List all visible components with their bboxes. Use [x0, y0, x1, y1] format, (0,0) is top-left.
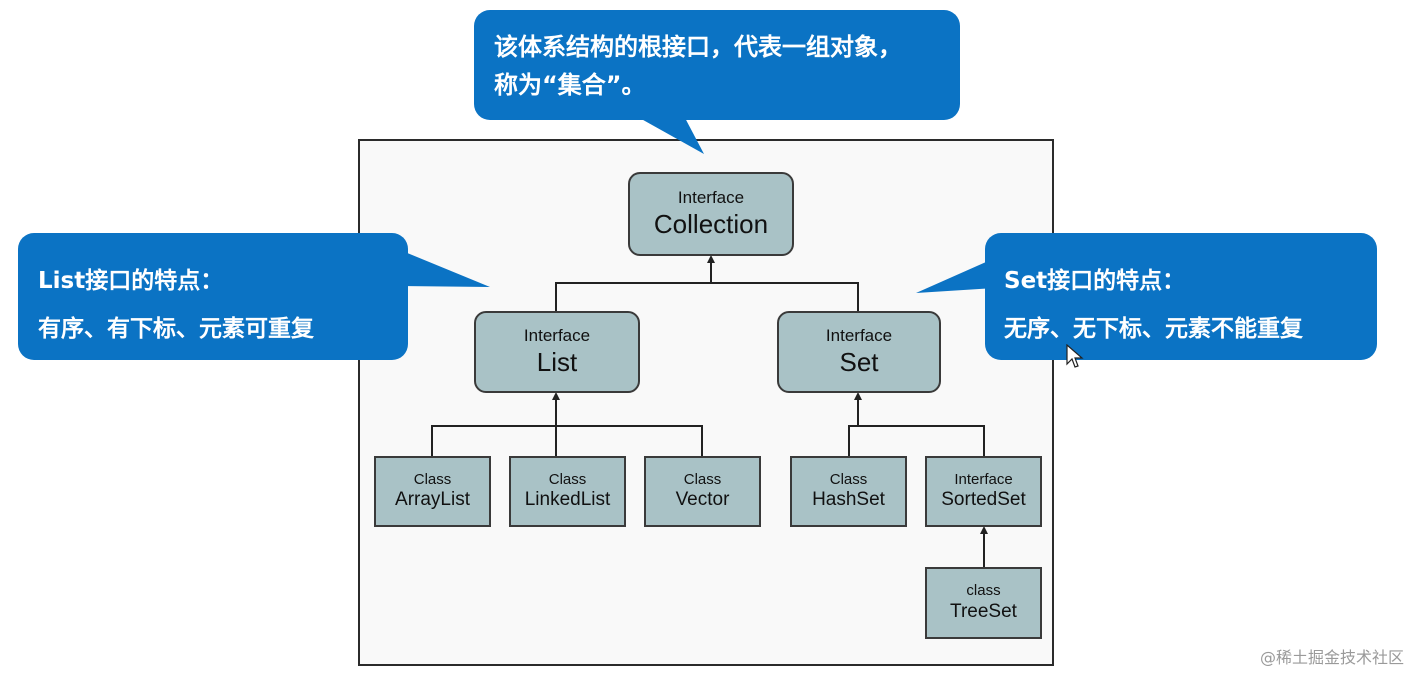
node-kind: Class: [683, 470, 722, 488]
node-kind: Interface: [677, 188, 745, 208]
node-set: Interface Set: [777, 311, 941, 393]
node-title: Collection: [653, 209, 769, 240]
node-sortedset: Interface SortedSet: [925, 456, 1042, 527]
connector-classes-to-list: [431, 425, 703, 456]
node-title: Set: [839, 347, 879, 378]
node-hashset: Class HashSet: [790, 456, 907, 527]
node-kind: Class: [413, 470, 452, 488]
callout-left: List接口的特点： 有序、有下标、元素可重复: [18, 233, 408, 360]
callout-top-line-2: 称为“集合”。: [494, 71, 646, 99]
node-treeset: class TreeSet: [925, 567, 1042, 639]
connector-list-set-to-collection: [555, 282, 859, 311]
node-kind: class: [966, 582, 1001, 600]
node-title: TreeSet: [950, 600, 1017, 622]
node-kind: Interface: [954, 470, 1013, 488]
node-arraylist: Class ArrayList: [374, 456, 491, 527]
callout-right: Set接口的特点： 无序、无下标、元素不能重复: [985, 233, 1377, 360]
mouse-cursor-icon: [1066, 344, 1084, 368]
node-kind: Interface: [523, 326, 591, 346]
node-kind: Class: [548, 470, 587, 488]
node-linkedlist: Class LinkedList: [509, 456, 626, 527]
node-list: Interface List: [474, 311, 640, 393]
node-title: List: [536, 347, 578, 378]
node-kind: Class: [829, 470, 868, 488]
connector-classes-to-set: [848, 425, 985, 456]
node-collection: Interface Collection: [628, 172, 794, 256]
node-title: Vector: [675, 489, 730, 511]
callout-top-line-1: 该体系结构的根接口，代表一组对象，: [494, 33, 902, 61]
callout-top: 该体系结构的根接口，代表一组对象， 称为“集合”。: [474, 10, 960, 120]
node-vector: Class Vector: [644, 456, 761, 527]
node-title: SortedSet: [941, 489, 1026, 511]
callout-left-line-2: 有序、有下标、元素可重复: [38, 316, 314, 342]
watermark: @稀土掘金技术社区: [1259, 648, 1404, 667]
node-title: HashSet: [812, 489, 885, 511]
callout-right-line-2: 无序、无下标、元素不能重复: [1004, 316, 1303, 342]
callout-left-line-1: List接口的特点：: [38, 268, 224, 294]
node-title: ArrayList: [395, 489, 470, 511]
node-title: LinkedList: [524, 489, 611, 511]
node-kind: Interface: [825, 326, 893, 346]
callout-right-line-1: Set接口的特点：: [1004, 268, 1186, 294]
